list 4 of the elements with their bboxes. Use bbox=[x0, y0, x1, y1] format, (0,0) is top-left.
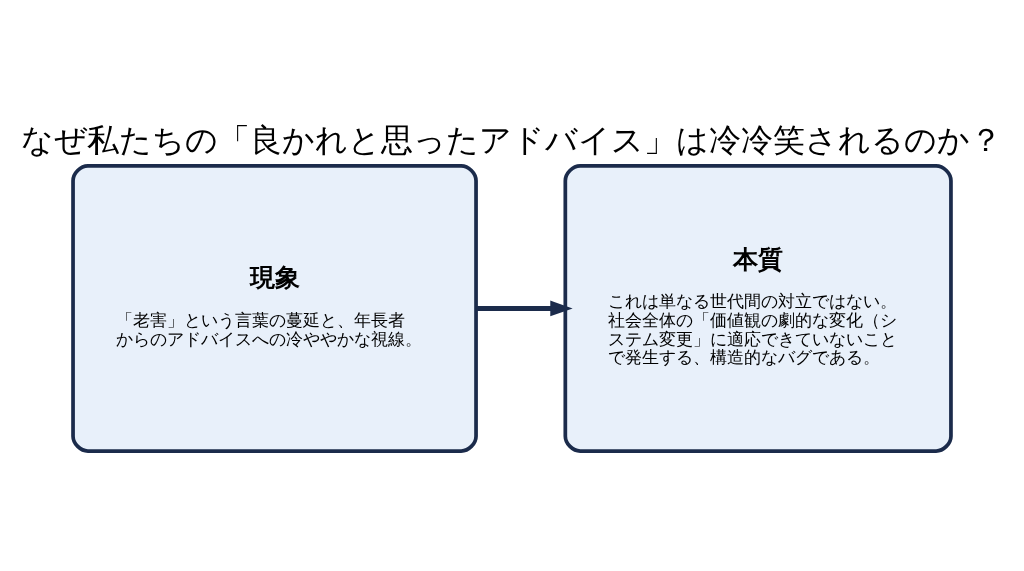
diagram-title: なぜ私たちの「良かれと思ったアドバイス」は冷冷笑されるのか？ bbox=[21, 120, 1003, 159]
node-box: 現象 「老害」という言葉の蔓延と、年長者からのアドバイスへの冷ややかな視線。 bbox=[71, 164, 478, 453]
node-box: 本質 これは単なる世代間の対立ではない。社会全体の「価値観の劇的な変化（システム変更」に適応できていないことで発生する、構造的なバグである。 bbox=[563, 164, 953, 453]
arrow bbox=[476, 300, 573, 317]
